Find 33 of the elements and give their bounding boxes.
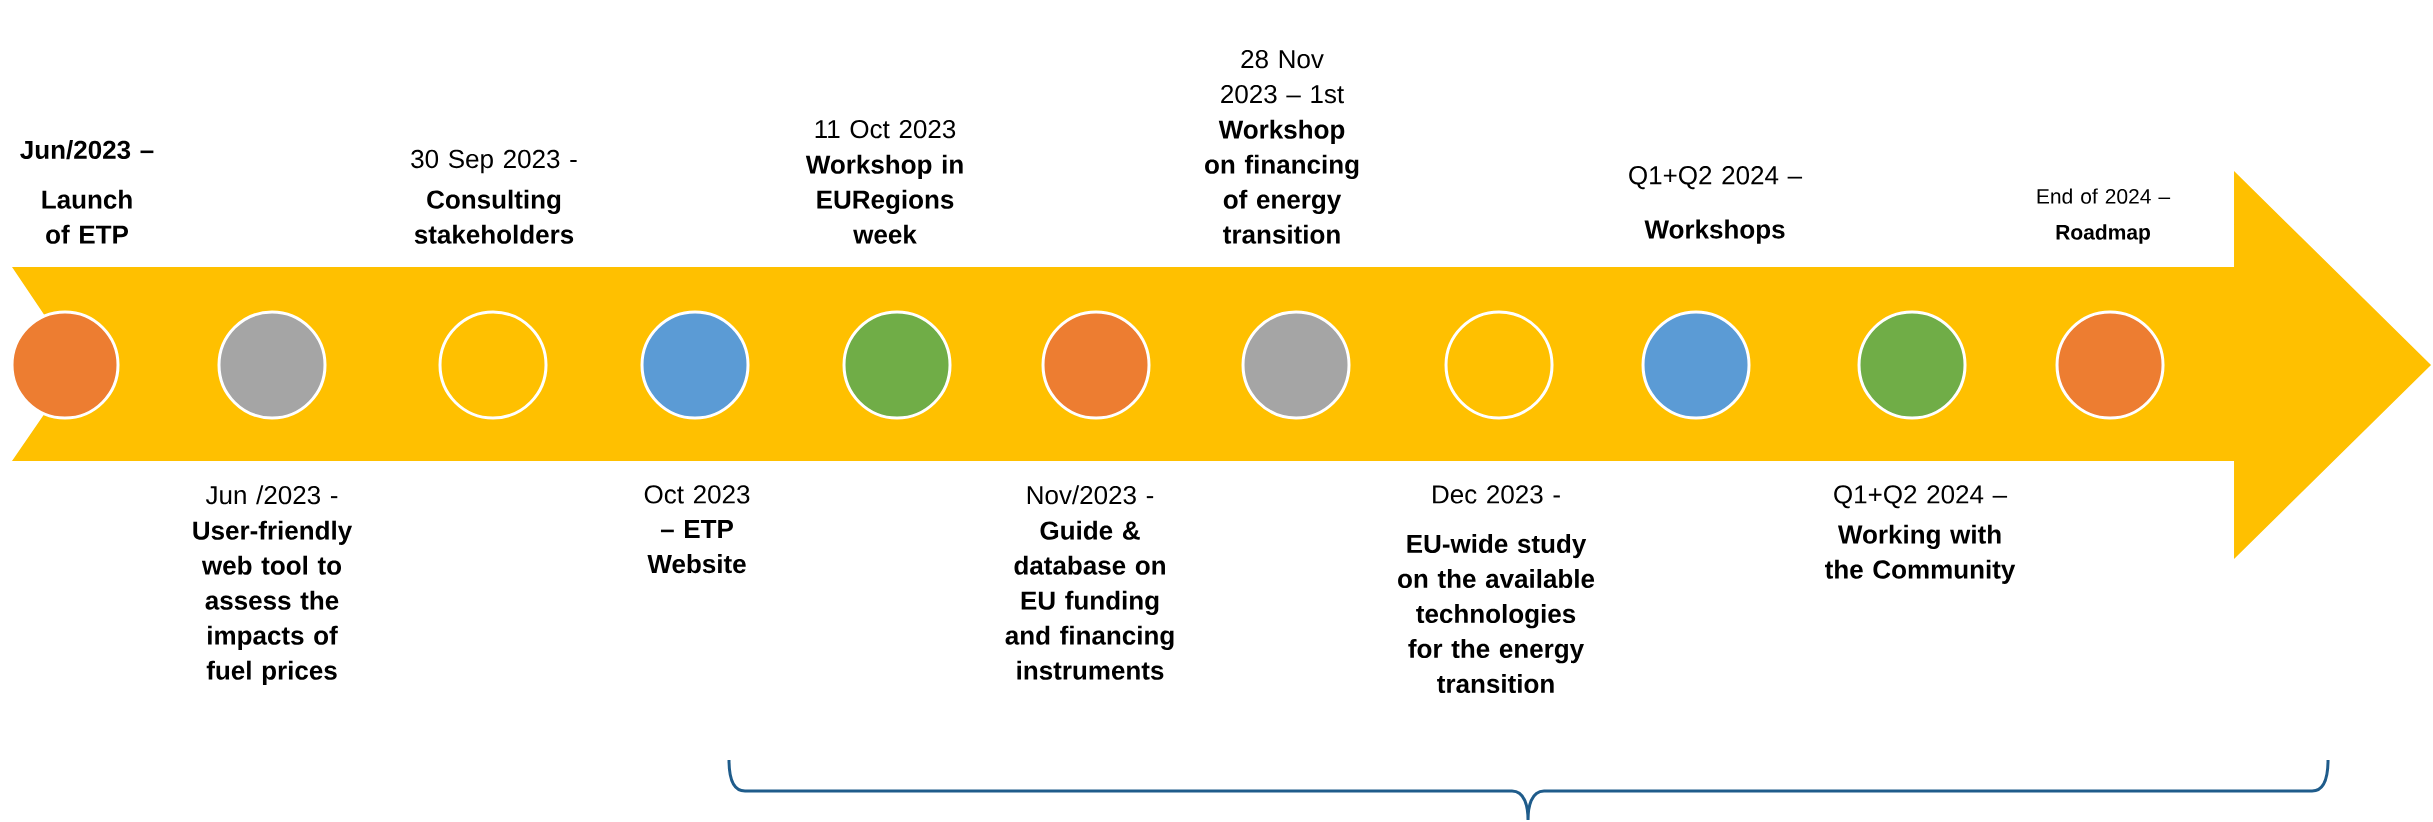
milestone-label: Q1+Q2 2024 – bbox=[1629, 166, 1803, 190]
milestone-label: Consulting stakeholders bbox=[414, 189, 574, 244]
milestone-label: Guide & database on EU funding and financing instruments bbox=[1005, 520, 1174, 680]
milestone-label: Workshop in EURegions week bbox=[805, 154, 963, 244]
milestone-label: Nov/2023 - bbox=[1027, 485, 1154, 505]
milestone-label: 11 Oct 2023 bbox=[815, 119, 956, 139]
milestone-label: Launch of ETP bbox=[42, 189, 132, 244]
milestone-circle bbox=[438, 310, 548, 420]
milestone-label: Workshop on financing of energy transition bbox=[1205, 119, 1359, 244]
milestone-circle bbox=[1641, 310, 1751, 420]
milestone-label: End of 2024 – bbox=[2037, 188, 2171, 204]
milestone-label: Jun/2023 – bbox=[20, 139, 154, 160]
milestone-label: EU-wide study on the available technologies for the energy transition bbox=[1398, 534, 1595, 694]
milestone-circle bbox=[1857, 310, 1967, 420]
milestone-label: Roadmap bbox=[2056, 224, 2150, 244]
milestone-label: Working with the Community bbox=[1825, 524, 2016, 584]
milestone-label: 28 Nov 2023 – 1st bbox=[1221, 49, 1344, 104]
milestone-label: Q1+Q2 2024 – bbox=[1834, 485, 2008, 509]
milestone-circle bbox=[2055, 310, 2165, 420]
milestone-label: Jun /2023 - bbox=[205, 485, 338, 505]
milestone-circle bbox=[1241, 310, 1351, 420]
milestone-label: 30 Sep 2023 - bbox=[411, 149, 577, 174]
milestone-circle bbox=[640, 310, 750, 420]
milestone-circle bbox=[10, 310, 120, 420]
milestone-label: User-friendly web tool to assess the impacts of fuel prices bbox=[193, 520, 353, 685]
milestone-label: Oct 2023 bbox=[644, 485, 750, 504]
milestone-label: – ETP Website bbox=[647, 520, 746, 574]
milestone-label: Dec 2023 - bbox=[1433, 485, 1560, 504]
milestone-circle bbox=[1041, 310, 1151, 420]
milestone-label: Workshops bbox=[1644, 219, 1785, 244]
milestone-circle bbox=[1444, 310, 1554, 420]
milestone-circle bbox=[842, 310, 952, 420]
milestone-circle bbox=[217, 310, 327, 420]
